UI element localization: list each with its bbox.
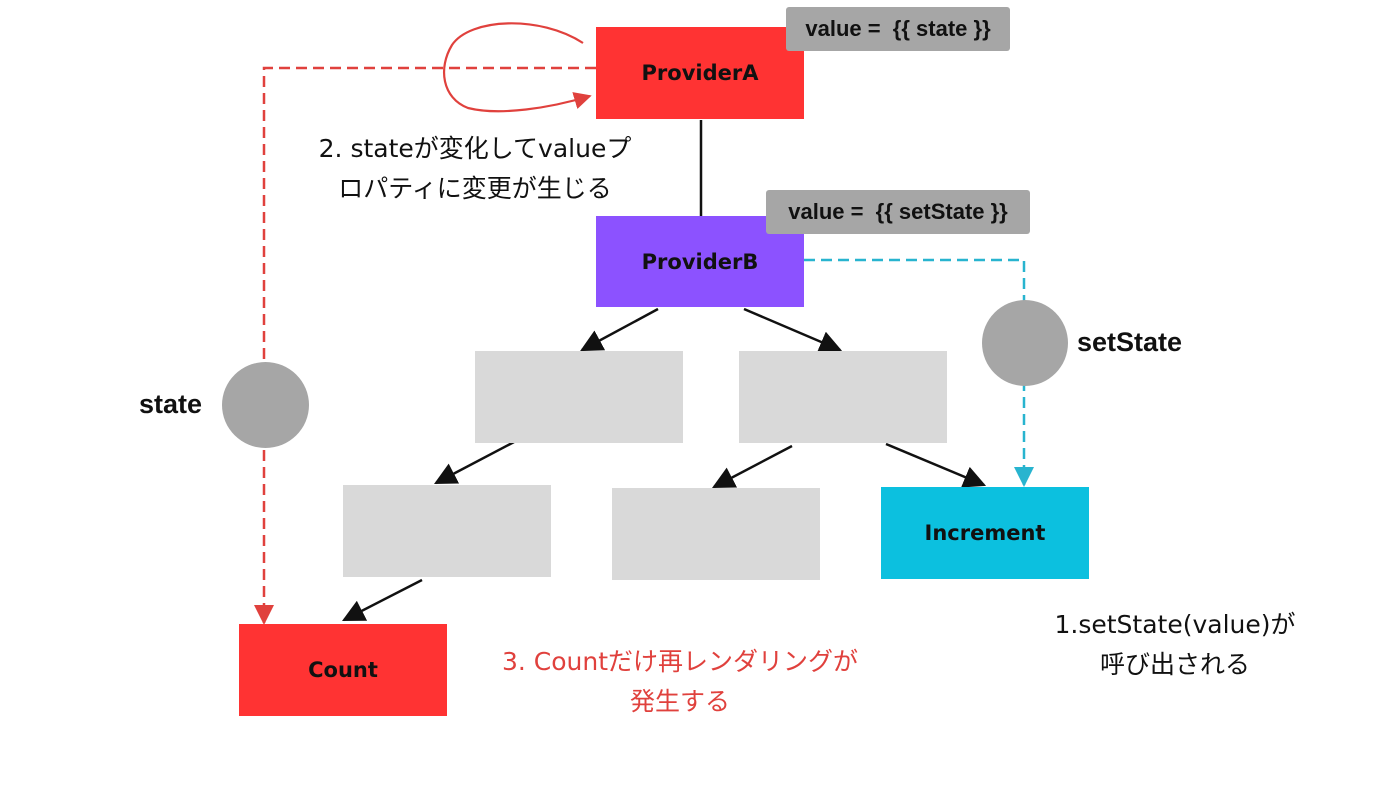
placeholder-node-left xyxy=(475,351,683,443)
edge-bottomleft-count xyxy=(341,578,423,622)
state-circle xyxy=(222,362,309,448)
setstate-circle xyxy=(982,300,1068,386)
edge-right-increment xyxy=(885,442,987,488)
step2-line1: 2. stateが変化してvalueプ xyxy=(318,134,632,163)
provider-a-value-tag: value = {{ state }} xyxy=(786,7,1010,51)
step1-line1: 1.setState(value)が xyxy=(1054,610,1296,639)
step3-line1: 3. Countだけ再レンダリングが xyxy=(501,647,859,676)
placeholder-node-bottom-middle xyxy=(612,488,820,580)
step2-note: 2. stateが変化してvalueプ ロパティに変更が生じる xyxy=(290,129,660,209)
setstate-label: setState xyxy=(1077,327,1183,357)
provider-b-label: ProviderB xyxy=(641,249,759,274)
edge-providerb-right xyxy=(743,307,843,353)
provider-a-label: ProviderA xyxy=(641,61,759,85)
edge-right-bottommiddle xyxy=(712,444,793,489)
state-label: state xyxy=(139,389,203,419)
edge-providerb-left xyxy=(580,307,659,352)
step3-note: 3. Countだけ再レンダリングが 発生する xyxy=(462,642,898,722)
step1-line2: 呼び出される xyxy=(1099,650,1250,679)
provider-a-node: ProviderA xyxy=(596,27,804,119)
placeholder-node-right xyxy=(739,351,947,443)
increment-node: Increment xyxy=(881,487,1089,579)
step3-line2: 発生する xyxy=(629,687,730,716)
provider-b-node: ProviderB xyxy=(596,216,804,307)
step1-note: 1.setState(value)が 呼び出される xyxy=(1030,605,1320,685)
provider-b-value-tag: value = {{ setState }} xyxy=(766,190,1030,234)
placeholder-node-bottom-left xyxy=(343,485,551,577)
step2-line2: ロパティに変更が生じる xyxy=(338,174,612,203)
count-node: Count xyxy=(239,624,447,716)
edge-left-bottomleft xyxy=(434,440,515,485)
setstate-flow-line xyxy=(804,258,1034,487)
increment-label: Increment xyxy=(924,521,1046,545)
state-change-loop xyxy=(442,22,592,113)
count-label: Count xyxy=(308,658,378,682)
